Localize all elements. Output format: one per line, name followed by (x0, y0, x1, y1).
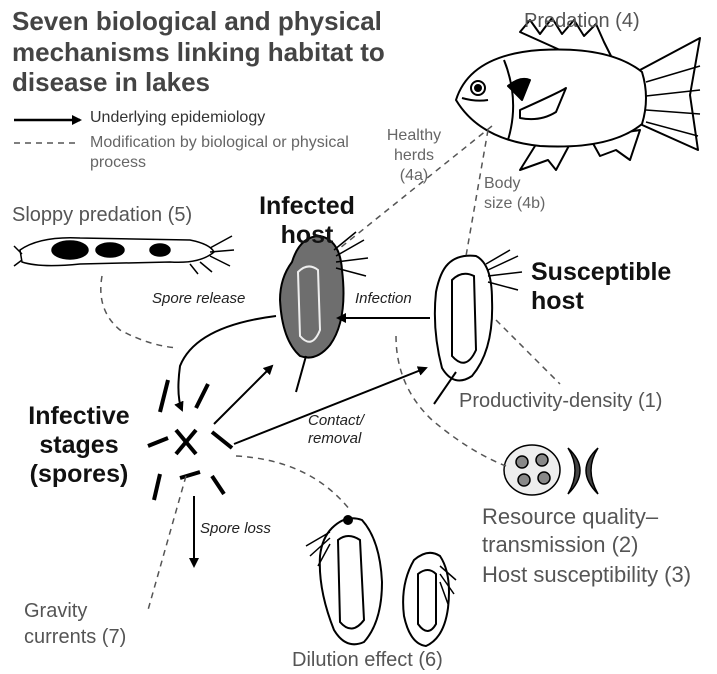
legend-solid-label: Underlying epidemiology (90, 109, 265, 127)
spore-release-arrow (178, 316, 276, 410)
susceptible-host-label-line2: host (531, 287, 671, 316)
healthy-herds-label: Healthy herds (4a) (378, 126, 450, 186)
contact-removal-label: Contact/ removal (308, 412, 364, 448)
sloppy-predation-label: Sloppy predation (5) (12, 204, 192, 227)
gravity-currents-line2: currents (7) (24, 624, 126, 650)
healthy-herds-line1: Healthy (378, 126, 450, 146)
gravity-currents-line1: Gravity (24, 598, 126, 624)
infected-host-label-line1: Infected (242, 192, 372, 221)
host-susceptibility-label: Host susceptibility (3) (482, 562, 691, 588)
body-size-label: Body size (4b) (484, 174, 545, 214)
body-size-line1: Body (484, 174, 545, 194)
resource-quality-label: Resource quality– transmission (2) (482, 503, 658, 558)
infection-label: Infection (355, 290, 412, 307)
healthy-herds-line3: (4a) (378, 166, 450, 186)
infected-host-label-line2: host (242, 221, 372, 250)
resource-quality-line1: Resource quality– (482, 503, 658, 531)
infected-host-illustration (280, 232, 368, 392)
infection-from-spores-arrow (214, 366, 272, 424)
contact-removal-label-line2: removal (308, 430, 364, 448)
healthy-herds-line2: herds (378, 146, 450, 166)
contact-removal-label-line1: Contact/ (308, 412, 364, 430)
susceptible-host-label-line1: Susceptible (531, 258, 671, 287)
spore-loss-label: Spore loss (200, 520, 271, 537)
predation-label: Predation (4) (524, 10, 640, 33)
body-size-line2: size (4b) (484, 194, 545, 214)
infected-host-label: Infected host (242, 192, 372, 250)
infective-stages-label-line1: Infective (4, 402, 154, 431)
productivity-density-label: Productivity-density (1) (459, 390, 662, 413)
diagram-title: Seven biological and physical mechanisms… (12, 6, 432, 98)
infective-stages-label-line2: stages (4, 431, 154, 460)
dilution-host-small-illustration (403, 553, 456, 646)
spore-release-label: Spore release (152, 290, 245, 307)
resource-quality-line2: transmission (2) (482, 531, 658, 559)
susceptible-host-illustration (434, 250, 522, 404)
dilution-effect-label: Dilution effect (6) (292, 649, 443, 672)
spore-cluster (148, 380, 232, 500)
gravity-currents-label: Gravity currents (7) (24, 598, 126, 650)
resource-illustration (504, 445, 598, 495)
legend-dashed-label: Modification by biological or physical p… (90, 133, 350, 173)
susceptible-host-label: Susceptible host (531, 258, 671, 316)
sunfish-illustration (456, 18, 700, 170)
dilution-host-large-illustration (306, 516, 382, 644)
infective-stages-label: Infective stages (spores) (4, 402, 154, 488)
shrimp-illustration (14, 236, 234, 274)
infective-stages-label-line3: (spores) (4, 460, 154, 489)
